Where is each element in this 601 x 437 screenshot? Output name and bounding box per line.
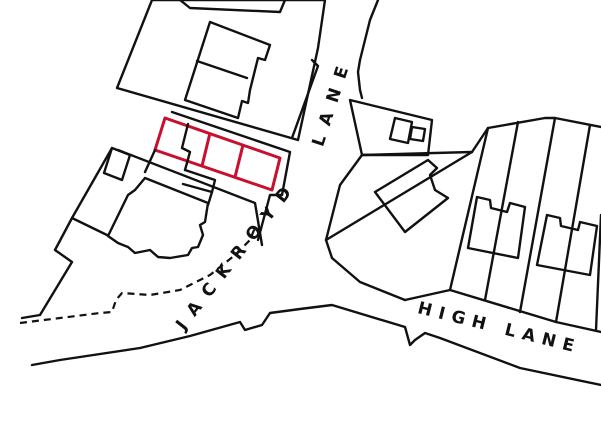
building-cluster-west: [20, 110, 292, 320]
jackroyd-lane-edge-west: [290, 58, 320, 140]
highlighted-site-outline: [153, 116, 282, 192]
terraced-plots-high-lane: [403, 116, 601, 334]
east-plot-north: [324, 98, 474, 302]
jackroyd-lane-edge-east: [356, 0, 380, 100]
footpath-dashed: [19, 224, 258, 325]
building-block-north: [115, 0, 327, 142]
jackroyd-lane-edge-south: [30, 303, 601, 387]
